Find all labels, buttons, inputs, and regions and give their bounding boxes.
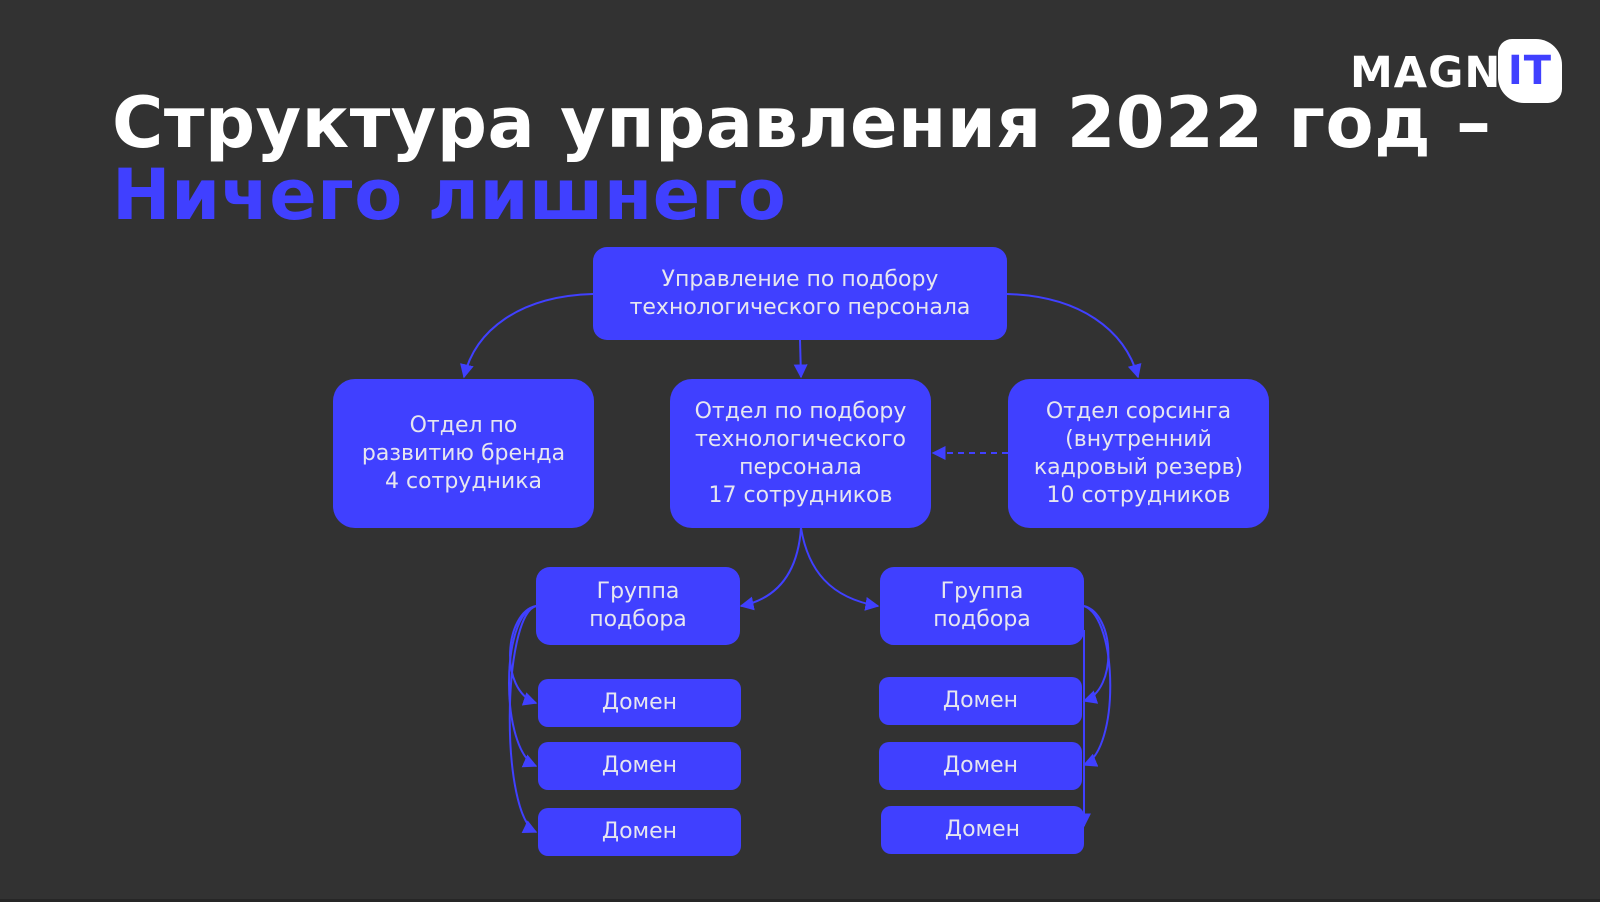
node-domain-right-1: Домен — [879, 677, 1082, 725]
node-dept-brand: Отдел по развитию бренда 4 сотрудника — [333, 379, 594, 528]
node-root-management: Управление по подбору технологического п… — [593, 247, 1007, 340]
arrow-recruit-to-group-right — [800, 527, 880, 611]
node-dept-sourcing: Отдел сорсинга (внутренний кадровый резе… — [1008, 379, 1269, 528]
arrow-group-left-to-domain-3 — [508, 605, 538, 833]
node-text: 4 сотрудника — [384, 468, 542, 494]
node-text: Группа — [596, 579, 680, 604]
arrow-group-right-to-domain-1 — [1082, 605, 1110, 704]
node-domain-left-2: Домен — [538, 742, 741, 790]
node-domain-left-1: Домен — [538, 679, 741, 727]
arrow-recruit-to-group-left — [739, 527, 802, 611]
node-text: Домен — [942, 688, 1019, 713]
node-text: 10 сотрудников — [1046, 482, 1231, 508]
node-text: Отдел по — [409, 412, 518, 438]
node-text: Домен — [942, 753, 1019, 778]
arrow-root-to-brand — [460, 293, 594, 379]
node-text: Домен — [601, 690, 678, 715]
node-domain-left-3: Домен — [538, 808, 741, 856]
arrow-root-to-recruit — [793, 339, 808, 379]
arrow-group-left-to-domain-2 — [508, 605, 538, 768]
node-text: Домен — [944, 817, 1021, 842]
logo-badge-text: IT — [1507, 48, 1553, 94]
node-text: (внутренний — [1065, 426, 1212, 452]
node-text: Группа — [940, 579, 1024, 604]
node-group-left: Группа подбора — [536, 567, 740, 645]
node-text: Домен — [601, 753, 678, 778]
node-text: Отдел по подбору — [694, 398, 907, 424]
arrow-group-left-to-domain-1 — [509, 605, 538, 706]
page-subtitle: Ничего лишнего — [112, 154, 787, 236]
logo-badge: IT — [1498, 39, 1562, 103]
node-text: подбора — [589, 607, 687, 632]
node-text: Управление по подбору — [661, 266, 939, 292]
node-text: развитию бренда — [361, 440, 566, 466]
logo-wordmark: MAGN — [1350, 48, 1502, 98]
arrow-group-right-to-domain-2 — [1082, 605, 1112, 767]
node-text: персонала — [739, 454, 862, 480]
node-text: подбора — [933, 607, 1031, 632]
arrow-root-to-sourcing — [1006, 293, 1142, 379]
page-title: Структура управления 2022 год – — [112, 82, 1492, 164]
node-group-right: Группа подбора — [880, 567, 1084, 645]
node-text: технологического — [695, 426, 906, 452]
node-dept-recruitment: Отдел по подбору технологического персон… — [670, 379, 931, 528]
node-domain-right-2: Домен — [879, 742, 1082, 790]
node-text: кадровый резерв) — [1033, 454, 1244, 480]
node-text: Домен — [601, 819, 678, 844]
node-text: 17 сотрудников — [708, 482, 893, 508]
node-domain-right-3: Домен — [881, 806, 1084, 854]
node-text: Отдел сорсинга — [1045, 398, 1232, 424]
node-text: технологического персонала — [629, 294, 971, 320]
bottom-strip — [0, 899, 1600, 902]
